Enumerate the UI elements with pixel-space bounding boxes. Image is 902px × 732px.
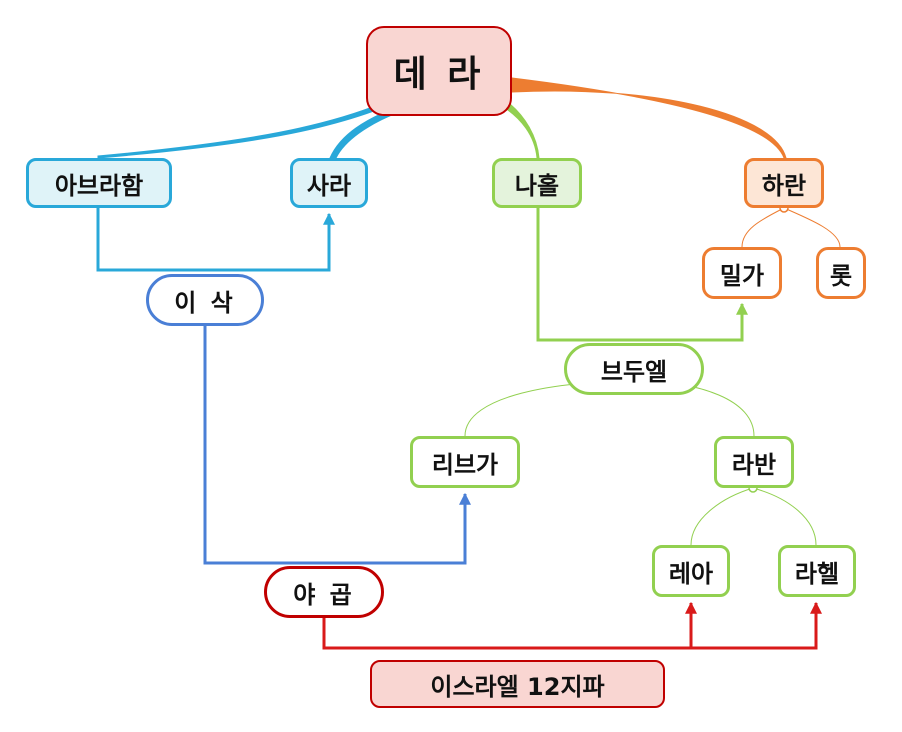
node-haran: 하란 <box>744 158 824 208</box>
node-abraham-label: 아브라함 <box>54 171 144 200</box>
node-abraham: 아브라함 <box>26 158 172 208</box>
node-rachel: 라헬 <box>778 545 856 597</box>
node-haran-label: 하란 <box>761 171 807 200</box>
node-terah: 데 라 <box>366 26 512 116</box>
branch-terah-sarah <box>329 109 395 159</box>
node-lot-label: 롯 <box>829 261 853 290</box>
node-leah-label: 레아 <box>668 559 714 588</box>
node-leah: 레아 <box>652 545 730 597</box>
node-jacob-label: 야 곱 <box>293 580 355 609</box>
edge-abraham-sarah <box>96 208 335 272</box>
node-lot: 롯 <box>816 247 866 299</box>
node-rachel-label: 라헬 <box>794 559 840 588</box>
node-twelve-tribes: 이스라엘 12지파 <box>370 660 665 708</box>
branch-haran-milcah <box>741 207 785 248</box>
node-terah-label: 데 라 <box>393 54 485 95</box>
node-twelve-tribes-label: 이스라엘 12지파 <box>430 672 605 701</box>
branch-haran-lot <box>783 207 841 248</box>
node-milcah: 밀가 <box>702 247 782 299</box>
edge-jacob-leah <box>322 601 697 650</box>
node-laban: 라반 <box>714 436 794 488</box>
branch-laban-leah <box>690 487 754 546</box>
node-isaac: 이 삭 <box>146 274 264 326</box>
edge-nahor-milcah <box>536 208 748 342</box>
node-nahor: 나홀 <box>492 158 582 208</box>
node-rebekah: 리브가 <box>410 436 520 488</box>
branch-terah-abraham <box>97 99 393 159</box>
node-jacob: 야 곱 <box>264 566 384 618</box>
edge-jacob-rachel <box>691 601 822 650</box>
node-isaac-label: 이 삭 <box>174 288 236 317</box>
node-bethuel: 브두엘 <box>564 343 704 395</box>
node-milcah-label: 밀가 <box>719 261 765 290</box>
branch-laban-rachel <box>752 487 817 546</box>
node-laban-label: 라반 <box>731 450 777 479</box>
node-bethuel-label: 브두엘 <box>600 357 668 386</box>
branch-terah-nahor <box>504 103 540 159</box>
node-sarah-label: 사라 <box>306 171 352 200</box>
node-nahor-label: 나홀 <box>514 171 560 200</box>
branch-terah-haran <box>511 77 787 159</box>
node-rebekah-label: 리브가 <box>431 450 499 479</box>
node-sarah: 사라 <box>290 158 368 208</box>
edge-isaac-rebekah <box>203 326 471 565</box>
